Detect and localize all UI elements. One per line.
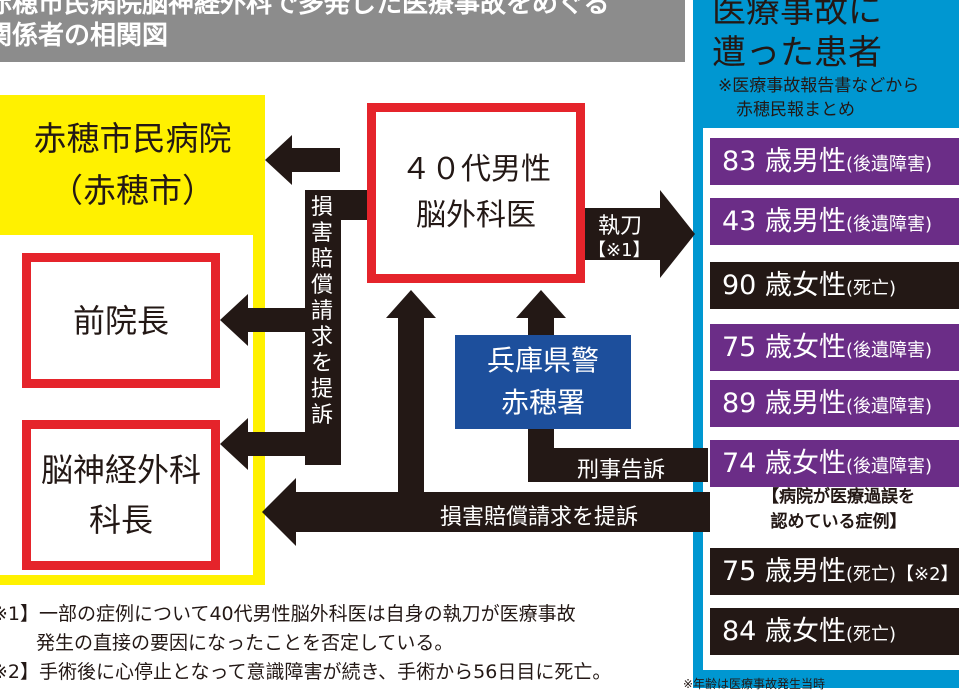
bottom-lawsuit-label: 損害賠償請求を提訴 (440, 505, 639, 530)
patient-age-sex: 43 歳男性 (722, 206, 846, 237)
doctor-box: ４０代男性 脳外科医 (367, 103, 585, 283)
patient-item: 90 歳女性(死亡) (710, 262, 959, 309)
admitted-note: 【病院が医療過誤を 認めている症例】 (718, 485, 959, 535)
patient-outcome: (後遺障害) (845, 154, 932, 175)
patient-outcome: (死亡) (845, 278, 896, 299)
patient-item: 75 歳男性(死亡)【※2】 (710, 548, 959, 595)
patient-outcome: (後遺障害) (845, 396, 932, 417)
patient-age-sex: 75 歳女性 (722, 332, 846, 363)
note-line1: ※医療事故報告書などから (718, 76, 920, 96)
patient-item: 43 歳男性(後遺障害) (710, 198, 959, 245)
patient-age-sex: 75 歳男性 (722, 556, 846, 587)
patient-item: 74 歳女性(後遺障害) (710, 440, 959, 487)
patient-age-sex: 89 歳男性 (722, 388, 846, 419)
surgery-arrow (585, 190, 695, 278)
chief-line1: 脳神経外科 (40, 451, 201, 489)
footnote-2: ※2】手術後に心停止となって意識障害が続き、手術から56日目に死亡。 (0, 661, 612, 683)
footnotes: ※1】一部の症例について40代男性脳外科医は自身の執刀が医療事故 発生の直接の要… (0, 600, 611, 687)
criminal-label: 刑事告訴 (577, 458, 666, 483)
bottom-lawsuit-arrow (262, 290, 710, 546)
heading-line2: 遭った患者 (712, 33, 882, 73)
footnote-1a: ※1】一部の症例について40代男性脳外科医は自身の執刀が医療事故 (0, 603, 576, 625)
footnote-1b: 発生の直接の要因になったことを否定している。 (36, 632, 454, 654)
police-line2: 赤穂署 (500, 386, 585, 419)
lawsuit-vertical-text: 損害賠償請求を提訴 (310, 195, 333, 428)
patient-outcome: (死亡)【※2】 (845, 564, 959, 585)
admitted-line2: 認めている症例】 (770, 512, 907, 532)
hospital-name-line1: 赤穂市民病院 (33, 119, 232, 158)
patient-age-sex: 83 歳男性 (722, 146, 846, 177)
age-note: ※年齢は医療事故発生当時 (683, 677, 826, 691)
former-director-box: 前院長 (22, 253, 220, 388)
doctor-line1: ４０代男性 (401, 152, 551, 187)
title-line-1: 赤穂市民病院脳神経外科で多発した医療事故をめぐる (0, 0, 610, 19)
patient-outcome: (後遺障害) (845, 340, 932, 361)
patient-item: 83 歳男性(後遺障害) (710, 138, 959, 185)
police-box: 兵庫県警 赤穂署 (455, 335, 631, 429)
hospital-name: 赤穂市民病院 （赤穂市） (0, 95, 265, 235)
note-line2: 赤穂民報まとめ (736, 100, 855, 120)
surgery-note: 【※1】 (588, 240, 651, 261)
patients-source-note: ※医療事故報告書などから 赤穂民報まとめ (718, 74, 919, 122)
patient-item: 84 歳女性(死亡) (710, 608, 959, 655)
patients-heading: 医療事故に 遭った患者 (712, 0, 882, 74)
hospital-name-line2: （赤穂市） (50, 171, 215, 210)
patient-item: 75 歳女性(後遺障害) (710, 324, 959, 371)
former-director-label: 前院長 (72, 301, 169, 340)
patient-outcome: (後遺障害) (845, 456, 932, 477)
patient-age-sex: 90 歳女性 (722, 270, 846, 301)
chief-line2: 科長 (88, 501, 153, 539)
patient-item: 89 歳男性(後遺障害) (710, 380, 959, 427)
surgery-label: 執刀 (598, 214, 643, 239)
patient-age-sex: 84 歳女性 (722, 616, 846, 647)
patient-outcome: (後遺障害) (845, 214, 932, 235)
diagram-title: 赤穂市民病院脳神経外科で多発した医療事故をめぐる 関係者の相関図 (0, 0, 685, 62)
lawsuit-vertical-label: 損害賠償請求を提訴 (309, 195, 335, 429)
chief-box: 脳神経外科 科長 (22, 420, 220, 570)
arrow-to-chief (220, 418, 315, 470)
doctor-to-bar (330, 190, 370, 220)
patient-age-sex: 74 歳女性 (722, 448, 846, 479)
police-line1: 兵庫県警 (486, 344, 599, 377)
patient-outcome: (死亡) (845, 624, 896, 645)
heading-line1: 医療事故に (712, 0, 882, 31)
title-line-2: 関係者の相関図 (0, 21, 169, 51)
doctor-line2: 脳外科医 (416, 198, 536, 233)
admitted-line1: 【病院が医療過誤を (762, 487, 915, 507)
arrow-to-former-director (220, 294, 315, 346)
